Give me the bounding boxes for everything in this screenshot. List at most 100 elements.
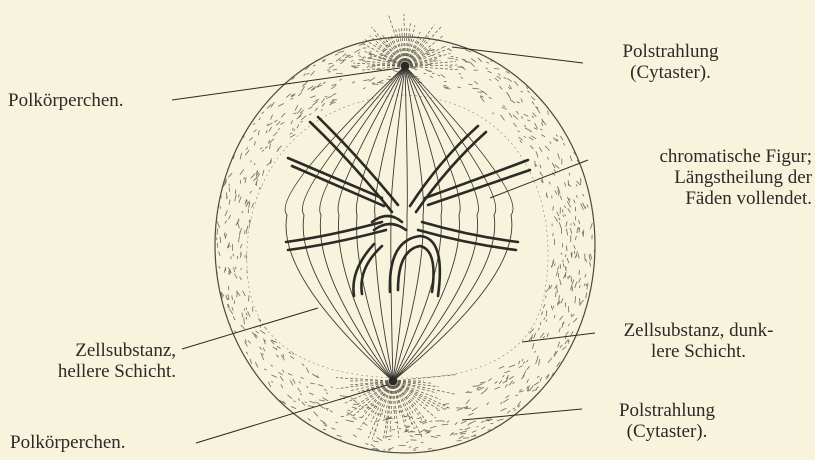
stipple-stroke <box>262 112 264 114</box>
stipple-stroke <box>235 189 236 194</box>
stipple-stroke <box>499 366 504 368</box>
stipple-stroke <box>251 173 255 178</box>
stipple-stroke <box>533 113 537 117</box>
label-line: Fäden vollendet. <box>590 188 812 209</box>
stipple-stroke <box>372 84 379 85</box>
stipple-stroke <box>246 226 248 232</box>
stipple-stroke <box>225 221 227 224</box>
stipple-stroke <box>493 112 494 114</box>
stipple-stroke <box>336 58 341 62</box>
stipple-stroke <box>488 378 491 381</box>
stipple-stroke <box>279 128 280 130</box>
stipple-stroke <box>488 71 492 73</box>
stipple-stroke <box>463 431 468 432</box>
stipple-stroke <box>266 130 267 133</box>
stipple-stroke <box>532 389 537 391</box>
stipple-stroke <box>509 365 515 367</box>
stipple-stroke <box>590 254 592 260</box>
stipple-stroke <box>322 103 325 106</box>
stipple-stroke <box>518 137 522 140</box>
aster-ray <box>393 381 422 437</box>
stipple-stroke <box>557 186 558 189</box>
stipple-stroke <box>536 107 540 113</box>
stipple-stroke <box>552 163 555 168</box>
stipple-stroke <box>273 347 277 349</box>
stipple-stroke <box>269 127 272 132</box>
stipple-stroke <box>349 56 353 57</box>
stipple-stroke <box>547 157 548 160</box>
stipple-stroke <box>250 359 251 364</box>
stipple-stroke <box>567 332 569 334</box>
stipple-stroke <box>554 315 555 318</box>
stipple-stroke <box>473 88 480 89</box>
aster-ray <box>405 39 421 66</box>
stipple-stroke <box>363 80 369 81</box>
stipple-stroke <box>245 150 249 155</box>
stipple-stroke <box>425 69 430 71</box>
stipple-stroke <box>290 380 293 385</box>
label-line: Polstrahlung <box>588 41 753 62</box>
stipple-stroke <box>501 408 507 411</box>
stipple-stroke <box>563 215 564 217</box>
stipple-stroke <box>557 287 558 293</box>
stipple-stroke <box>447 421 449 423</box>
stipple-stroke <box>310 383 315 384</box>
stipple-stroke <box>335 422 338 423</box>
stipple-stroke <box>502 107 505 108</box>
stipple-stroke <box>264 369 267 370</box>
stipple-stroke <box>527 386 528 389</box>
stipple-stroke <box>577 181 580 185</box>
stipple-stroke <box>250 191 251 193</box>
stipple-stroke <box>568 180 569 186</box>
stipple-stroke <box>474 81 478 84</box>
stipple-stroke <box>378 83 383 84</box>
stipple-stroke <box>272 93 276 98</box>
stipple-stroke <box>243 291 246 296</box>
stipple-stroke <box>271 365 273 367</box>
stipple-stroke <box>541 311 543 315</box>
stipple-stroke <box>228 173 232 177</box>
stipple-stroke <box>293 113 296 114</box>
stipple-stroke <box>457 409 462 411</box>
stipple-stroke <box>269 139 274 144</box>
stipple-stroke <box>501 115 505 121</box>
stipple-stroke <box>327 70 329 71</box>
stipple-stroke <box>306 73 309 74</box>
leader-zellsubstanz-dunkel <box>522 333 595 342</box>
stipple-stroke <box>557 266 559 270</box>
stipple-stroke <box>505 371 511 373</box>
stipple-stroke <box>260 330 265 334</box>
stipple-stroke <box>239 197 242 203</box>
stipple-stroke <box>438 55 441 56</box>
stipple-stroke <box>388 450 391 451</box>
stipple-stroke <box>476 426 478 427</box>
stipple-stroke <box>486 388 489 391</box>
stipple-stroke <box>564 206 566 208</box>
stipple-stroke <box>232 307 233 311</box>
stipple-stroke <box>249 137 253 140</box>
stipple-stroke <box>579 220 580 224</box>
stipple-stroke <box>251 160 252 162</box>
label-line: (Cytaster). <box>588 62 753 83</box>
label-zellsubstanz-hell: Zellsubstanz, hellere Schicht. <box>10 340 176 382</box>
stipple-stroke <box>574 251 575 254</box>
stipple-stroke <box>274 120 277 122</box>
stipple-stroke <box>548 358 552 363</box>
stipple-stroke <box>335 54 339 55</box>
stipple-stroke <box>309 393 313 395</box>
stipple-stroke <box>269 382 271 387</box>
stipple-stroke <box>308 107 312 109</box>
stipple-stroke <box>499 380 502 384</box>
stipple-stroke <box>437 75 439 76</box>
stipple-stroke <box>540 165 541 169</box>
label-line: chromatische Figur; <box>590 146 812 167</box>
stipple-stroke <box>308 418 311 421</box>
stipple-stroke <box>281 385 283 389</box>
stipple-stroke <box>470 62 475 67</box>
stipple-stroke <box>570 228 572 234</box>
stipple-stroke <box>217 229 218 235</box>
stipple-stroke <box>315 99 320 102</box>
stipple-stroke <box>586 284 587 286</box>
stipple-stroke <box>240 244 242 248</box>
stipple-stroke <box>333 69 337 70</box>
